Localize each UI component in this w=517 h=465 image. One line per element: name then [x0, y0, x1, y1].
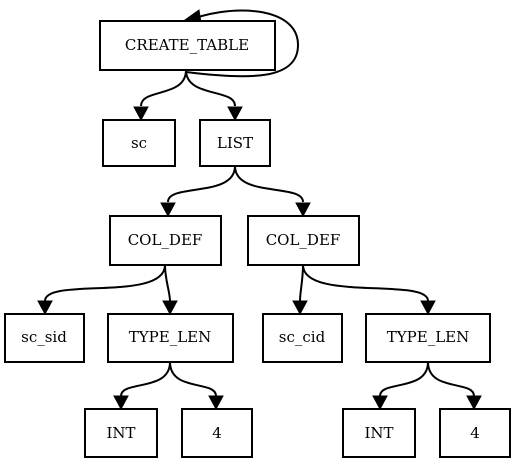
edge-col-def-1-to-sc-sid	[37, 264, 166, 316]
edge-create-table-to-list	[185, 69, 243, 122]
node-int-1-label: INT	[106, 424, 135, 442]
node-col-def-2-label: COL_DEF	[266, 231, 341, 249]
node-sc-cid-label: sc_cid	[279, 328, 326, 346]
node-int-2-label: INT	[364, 424, 393, 442]
node-len-2-label: 4	[470, 424, 480, 442]
node-len-1-label: 4	[212, 424, 222, 442]
node-col-def-1-label: COL_DEF	[128, 231, 203, 249]
node-sc-sid: sc_sid	[4, 313, 85, 363]
node-type-len-1: TYPE_LEN	[107, 313, 234, 363]
node-len-1: 4	[181, 408, 253, 458]
edge-type-len-2-to-int-2	[372, 361, 429, 411]
edge-list-to-col-def-1	[160, 165, 236, 218]
node-len-2: 4	[439, 408, 511, 458]
edge-type-len-2-to-len-2	[427, 361, 482, 411]
node-col-def-1: COL_DEF	[109, 215, 222, 266]
node-type-len-2-label: TYPE_LEN	[387, 328, 470, 346]
node-int-2: INT	[342, 408, 416, 458]
edge-col-def-1-to-type-len-1	[162, 264, 178, 316]
node-create-table-label: CREATE_TABLE	[125, 36, 249, 54]
node-type-len-2: TYPE_LEN	[365, 313, 491, 363]
node-col-def-2: COL_DEF	[247, 215, 360, 266]
node-list-label: LIST	[217, 134, 253, 152]
node-list: LIST	[199, 119, 271, 167]
node-int-1: INT	[84, 408, 158, 458]
edge-type-len-1-to-int-1	[113, 361, 171, 411]
node-type-len-1-label: TYPE_LEN	[129, 328, 212, 346]
node-create-table: CREATE_TABLE	[99, 20, 276, 71]
node-sc: sc	[102, 119, 176, 167]
node-sc-sid-label: sc_sid	[21, 328, 67, 346]
edge-create-table-to-sc	[133, 69, 187, 122]
edge-list-to-col-def-2	[234, 165, 311, 218]
edge-col-def-2-to-type-len-2	[302, 264, 436, 316]
node-sc-label: sc	[131, 134, 147, 152]
edge-type-len-1-to-len-1	[169, 361, 224, 411]
node-sc-cid: sc_cid	[262, 313, 343, 363]
edge-create-table-self-loop	[183, 9, 300, 78]
